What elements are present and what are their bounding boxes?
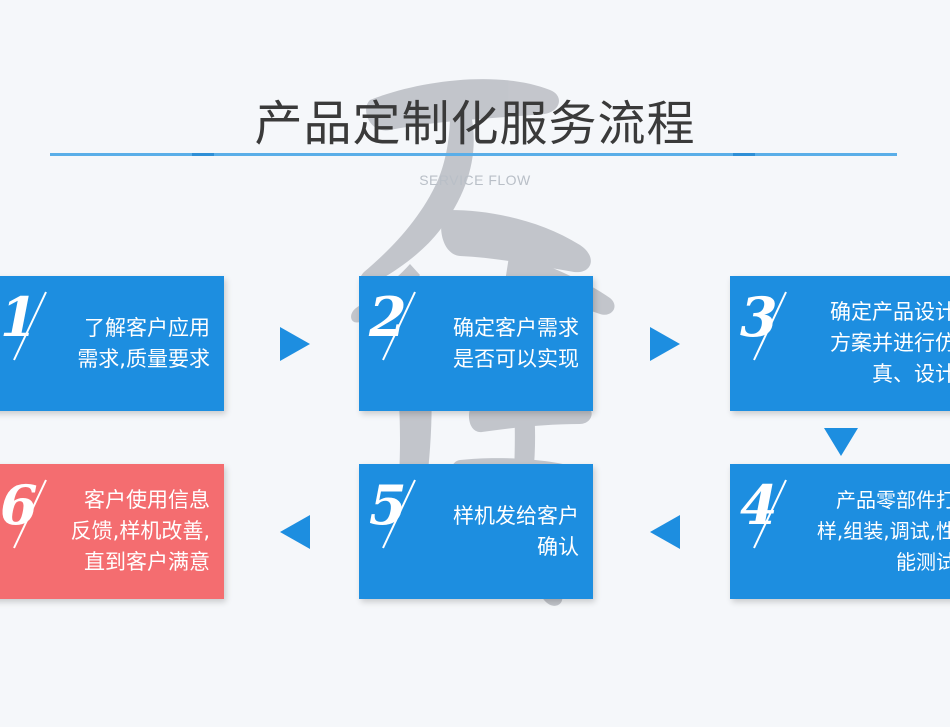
title-underline: [50, 153, 897, 156]
step-text: 了解客户应用 需求,质量要求: [77, 315, 210, 371]
page-title: 产品定制化服务流程: [254, 96, 696, 152]
step-box-1: 1 了解客户应用 需求,质量要求: [0, 276, 224, 411]
step-number: 6: [0, 473, 38, 537]
slash-divider-icon: [382, 291, 416, 361]
step-number: 2: [369, 285, 407, 349]
title-underline-tick: [733, 153, 755, 156]
step-number: 5: [369, 473, 407, 537]
slash-divider-icon: [382, 479, 416, 549]
step-box-2: 2 确定客户需求 是否可以实现: [359, 276, 593, 411]
step-number: 4: [740, 473, 778, 537]
slash-divider-icon: [13, 479, 47, 549]
page-subtitle: SERVICE FLOW: [419, 172, 531, 188]
slash-divider-icon: [753, 291, 787, 361]
step-box-6: 6 客户使用信息 反馈,样机改善, 直到客户满意: [0, 464, 224, 599]
step-box-3: 3 确定产品设计 方案并进行仿 真、设计: [730, 276, 950, 411]
arrow-left-icon: [650, 515, 680, 549]
step-text: 客户使用信息 反馈,样机改善, 直到客户满意: [70, 488, 210, 574]
step-text: 样机发给客户 确认: [453, 503, 579, 559]
step-text: 产品零部件打 样,组装,调试,性 能测试: [816, 488, 950, 574]
step-box-4: 4 产品零部件打 样,组装,调试,性 能测试: [730, 464, 950, 599]
step-text: 确定产品设计 方案并进行仿 真、设计: [830, 300, 950, 386]
step-text: 确定客户需求 是否可以实现: [453, 315, 579, 371]
arrow-down-icon: [824, 428, 858, 456]
arrow-right-icon: [280, 327, 310, 361]
title-underline-tick: [192, 153, 214, 156]
arrow-left-icon: [280, 515, 310, 549]
slash-divider-icon: [13, 291, 47, 361]
step-box-5: 5 样机发给客户 确认: [359, 464, 593, 599]
slash-divider-icon: [753, 479, 787, 549]
step-number: 3: [740, 285, 778, 349]
step-number: 1: [0, 285, 38, 349]
arrow-right-icon: [650, 327, 680, 361]
